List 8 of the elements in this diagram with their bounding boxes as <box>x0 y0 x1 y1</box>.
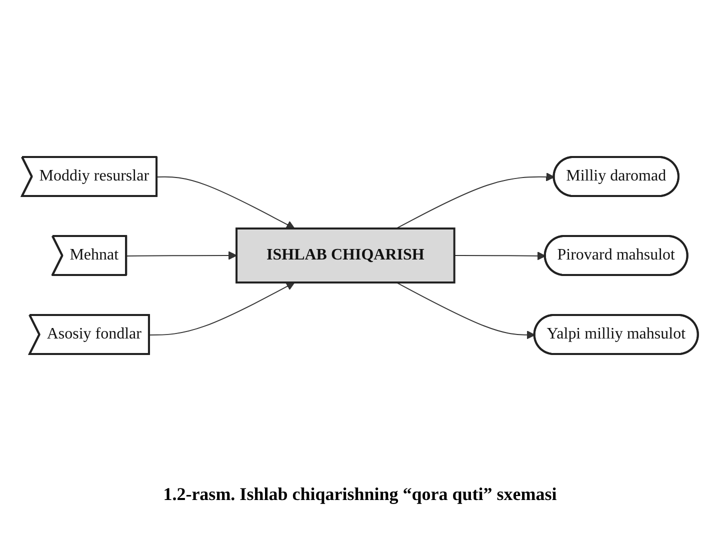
arrow <box>156 176 295 229</box>
arrow <box>396 282 536 340</box>
node-box: ISHLAB CHIQARISH <box>236 228 456 284</box>
arrow <box>454 252 546 260</box>
arrow <box>126 251 237 260</box>
arrow <box>149 282 295 336</box>
figure-caption: 1.2-rasm. Ishlab chiqarishning “qora quti” sxemasi <box>163 484 557 504</box>
arrow <box>396 172 555 229</box>
